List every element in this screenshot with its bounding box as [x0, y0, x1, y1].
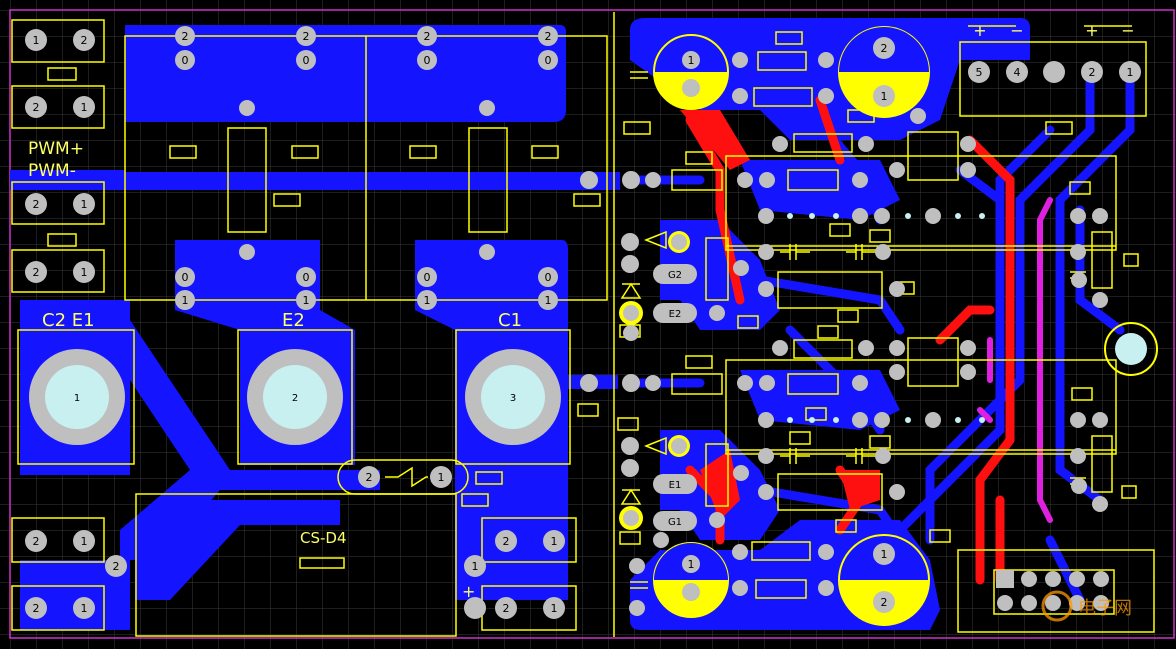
- pin-label: 0: [424, 271, 431, 284]
- plus-small-label: +: [462, 582, 475, 601]
- pin-label: 0: [545, 271, 552, 284]
- pin-label: 1: [81, 198, 88, 211]
- pin-label: 2: [33, 198, 40, 211]
- polarity-labels: + − + −: [973, 21, 1134, 40]
- pin-label: 2: [292, 393, 298, 404]
- electrolytic-capacitors: [653, 26, 1158, 626]
- left-silkscreen: [11, 19, 608, 637]
- board-outline: [9, 9, 1175, 639]
- via-dots: [787, 213, 985, 423]
- pwm-plus-label: PWM+: [28, 139, 84, 159]
- pin-label: 1: [74, 393, 80, 404]
- gate-emitter-labels: G2 E2 E1 G1: [668, 270, 682, 528]
- pin-label: 0: [303, 54, 310, 67]
- pin-label: 2: [881, 596, 888, 609]
- watermark-text: 电子网: [1078, 598, 1132, 619]
- pin-label: 2: [113, 560, 120, 573]
- pin-label: 1: [551, 535, 558, 548]
- pin-label: 2: [503, 535, 510, 548]
- right-pads: [621, 52, 1141, 616]
- left-pads: [25, 26, 598, 619]
- minus-label: −: [1121, 21, 1134, 40]
- pin-label: 2: [33, 535, 40, 548]
- pin-label: 3: [510, 393, 516, 404]
- e1-small-label: E1: [669, 480, 682, 491]
- right-silkscreen: [617, 25, 1155, 633]
- pin-label: 2: [303, 30, 310, 43]
- pin-label: 5: [976, 66, 983, 79]
- e2-small-label: E2: [669, 309, 682, 320]
- pin-label: 0: [424, 54, 431, 67]
- pin-label: 1: [81, 535, 88, 548]
- gate-emitter-pads: [619, 264, 697, 531]
- pin-label: 0: [303, 271, 310, 284]
- pin-label: 1: [81, 602, 88, 615]
- minus-label: −: [1010, 21, 1023, 40]
- watermark: 电子网: [1041, 590, 1132, 622]
- mounting-hole: [1104, 322, 1158, 376]
- pin-label: 1: [81, 266, 88, 279]
- pin-label: 2: [881, 42, 888, 55]
- pin-label: 1: [33, 34, 40, 47]
- red-pours: [680, 110, 880, 520]
- pin-label: 2: [182, 30, 189, 43]
- pin-label: 1: [551, 602, 558, 615]
- pin-label: 1: [81, 101, 88, 114]
- pin-label: 2: [33, 266, 40, 279]
- pin-label: 2: [503, 602, 510, 615]
- left-pin-numbers: 1 2 2 1 2 1 2 1 2 1 2 1 2 1 2 1 2 1 2 0 …: [33, 30, 558, 615]
- c2e1-label: C2 E1: [42, 310, 95, 331]
- pin-label: 0: [182, 271, 189, 284]
- pin-label: 0: [545, 54, 552, 67]
- cap-top-left: [653, 34, 729, 110]
- pin-label: 2: [1089, 66, 1096, 79]
- cap-bottom-right: [838, 534, 930, 626]
- pin-label: 2: [81, 34, 88, 47]
- pin-label: 4: [1014, 66, 1021, 79]
- g2-label: G2: [668, 270, 682, 281]
- pin-label: 1: [303, 294, 310, 307]
- pin-label: 1: [1127, 66, 1134, 79]
- cap-top-right: [838, 26, 930, 118]
- pwm-minus-label: PWM-: [28, 161, 76, 181]
- pin-label: 2: [424, 30, 431, 43]
- pin-label: 1: [424, 294, 431, 307]
- pin-label: 1: [688, 558, 695, 571]
- pin-label: 1: [881, 548, 888, 561]
- pin-label: 1: [545, 294, 552, 307]
- plus-label: +: [973, 21, 986, 40]
- c1-label: C1: [498, 310, 522, 331]
- pin-label: 1: [881, 90, 888, 103]
- cap-bottom-left: [653, 542, 729, 618]
- pin-label: 2: [366, 471, 373, 484]
- e2-label: E2: [282, 310, 305, 331]
- pin-label: 1: [182, 294, 189, 307]
- pin-label: 1: [472, 560, 479, 573]
- pin-label: 2: [545, 30, 552, 43]
- pin-label: 1: [438, 471, 445, 484]
- pin-label: 2: [33, 602, 40, 615]
- pin-label: 0: [182, 54, 189, 67]
- g1-label: G1: [668, 517, 682, 528]
- csd4-label: CS-D4: [300, 529, 347, 547]
- pin-label: 2: [33, 101, 40, 114]
- pin-label: 1: [688, 54, 695, 67]
- right-pin-numbers: 5 4 2 1 1 2 1 1 1 2: [688, 42, 1134, 609]
- plus-label: +: [1085, 21, 1098, 40]
- left-labels: PWM+ PWM- C2 E1 E2 C1 CS-D4 +: [28, 139, 522, 601]
